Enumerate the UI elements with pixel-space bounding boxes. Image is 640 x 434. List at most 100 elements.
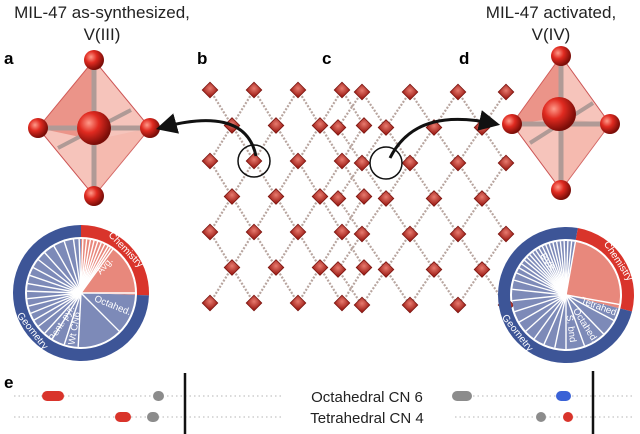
lattice-linker	[433, 162, 459, 200]
lattice-node	[377, 190, 395, 207]
inner-chemistry	[566, 241, 620, 309]
slice-divider	[516, 272, 567, 296]
slice-divider	[518, 294, 567, 323]
lattice-linker	[297, 266, 321, 304]
slice-divider	[533, 294, 567, 340]
lattice-node	[355, 117, 373, 134]
marker-tet-red-right	[563, 412, 573, 422]
lattice-linker	[481, 197, 507, 235]
lattice-node	[201, 294, 219, 312]
marker-oct-grey-mid	[452, 391, 472, 401]
lattice-node	[201, 223, 219, 241]
lattice-node	[201, 152, 219, 170]
lattice-linker	[209, 231, 233, 269]
lattice-node	[497, 83, 515, 101]
lattice-node	[353, 296, 371, 314]
panel-label-b: b	[197, 49, 207, 68]
slice-divider	[28, 292, 82, 307]
zoom-circle-c	[369, 146, 403, 180]
lattice-node	[377, 119, 395, 136]
lattice-node	[473, 261, 491, 278]
lattice-node	[223, 188, 241, 205]
lattice-node	[267, 188, 285, 205]
lattice-node	[353, 83, 371, 101]
ring-chemistry	[575, 228, 634, 312]
lattice-linker	[231, 231, 255, 269]
slice-divider	[80, 248, 114, 294]
panel-label-c: c	[322, 49, 331, 68]
slice-divider	[38, 259, 82, 294]
lattice-linker	[481, 162, 507, 200]
lattice-node	[333, 223, 351, 241]
lattice-node	[449, 296, 467, 314]
panel-label-d: d	[459, 49, 469, 68]
lattice-node	[245, 152, 263, 170]
slice-divider	[27, 290, 82, 294]
lattice-linker	[253, 89, 277, 127]
lattice-linker	[433, 268, 459, 306]
lattice-node	[329, 119, 347, 136]
lattice-linker	[341, 266, 365, 304]
lattice-node	[267, 259, 285, 276]
left-title-line2: V(III)	[84, 25, 121, 44]
lattice-node	[425, 261, 443, 278]
marker-tet-grey-right	[536, 412, 546, 422]
lattice-node	[449, 154, 467, 172]
lattice-node	[267, 117, 285, 134]
lattice-node	[401, 83, 419, 101]
lattice-node	[355, 188, 373, 205]
slice-divider	[512, 288, 567, 296]
marker-oct-grey-left	[153, 391, 164, 401]
slice-divider	[27, 282, 82, 294]
arrow-to-a	[155, 113, 258, 157]
slice-divider	[565, 294, 586, 346]
lattice-linker	[409, 126, 435, 164]
lattice-node	[425, 190, 443, 207]
lattice-linker	[275, 266, 299, 304]
lattice-node	[289, 294, 307, 312]
lattice-linker	[457, 233, 483, 271]
lattice-linker	[209, 195, 233, 233]
slice-divider	[51, 292, 82, 340]
lattice-linker	[433, 233, 459, 271]
lattice-linker	[457, 162, 483, 200]
slice-divider	[72, 239, 82, 294]
marker-tet-grey-left	[147, 412, 159, 422]
arrow-to-d	[388, 110, 501, 159]
lattice-linker	[209, 124, 233, 162]
slice-divider	[44, 292, 82, 334]
slice-divider	[29, 274, 82, 294]
slice-divider	[565, 294, 620, 306]
lattice-linker	[209, 160, 233, 198]
slice-divider	[53, 245, 82, 294]
lattice-node	[353, 225, 371, 243]
lattice-node	[289, 152, 307, 170]
lattice-linker	[275, 124, 299, 162]
lattice-linker	[385, 197, 411, 235]
slice-divider	[80, 292, 120, 332]
lattice-linker	[231, 195, 255, 233]
lattice-linker	[385, 91, 411, 129]
lattice-linker	[275, 231, 299, 269]
lattice-linker	[253, 266, 277, 304]
ring-chemistry	[81, 225, 149, 296]
lattice-linker	[361, 197, 387, 235]
slice-divider	[32, 267, 82, 294]
lattice-linker	[297, 89, 321, 127]
row-label-tetrahedral: Tetrahedral CN 4	[310, 410, 423, 427]
lattice-b	[201, 81, 373, 312]
lattice-linker	[297, 160, 321, 198]
lattice-linker	[385, 233, 411, 271]
octahedron-left	[28, 50, 160, 206]
slice-divider	[565, 294, 605, 335]
lattice-node	[401, 296, 419, 314]
lattice-linker	[209, 266, 233, 304]
lattice-linker	[481, 233, 507, 271]
lattice-node	[473, 190, 491, 207]
lattice-linker	[433, 126, 459, 164]
lattice-node	[329, 190, 347, 207]
marker-oct-blue	[556, 391, 571, 401]
panel-label-e: e	[4, 373, 13, 392]
lattice-node	[449, 83, 467, 101]
